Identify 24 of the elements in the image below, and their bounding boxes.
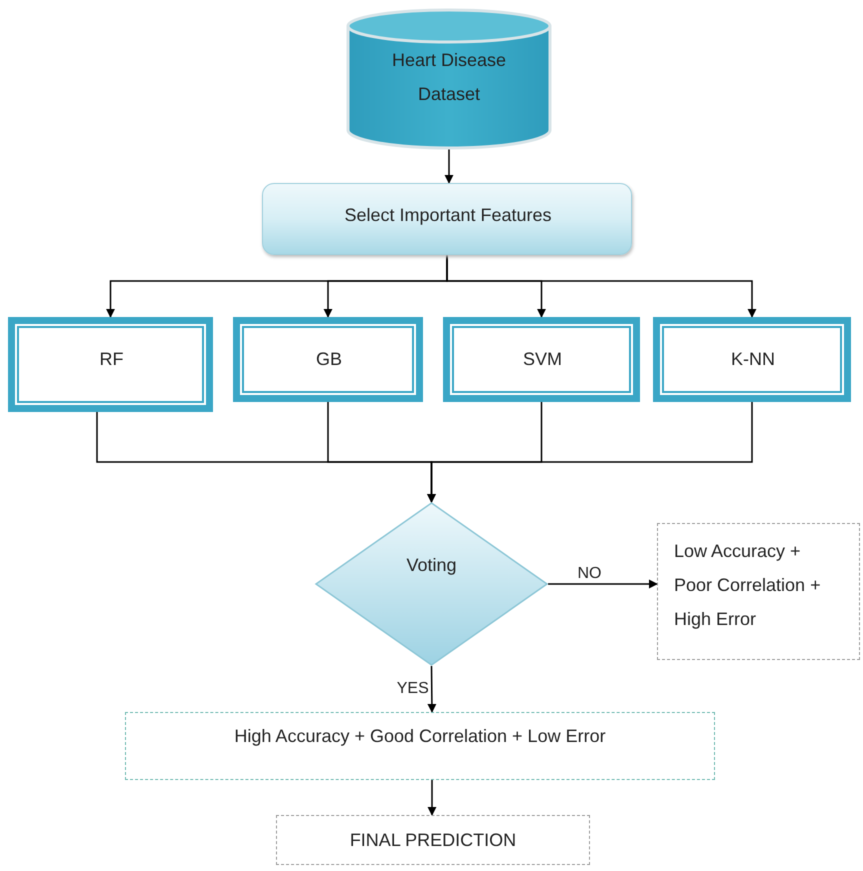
arrow — [548, 580, 658, 588]
outcome-box — [125, 712, 715, 780]
node-label: FINAL PREDICTION — [348, 829, 518, 852]
arrow — [428, 780, 436, 816]
node-label: Heart Disease Dataset — [390, 49, 508, 106]
model-box — [233, 317, 423, 402]
model-box — [8, 317, 213, 412]
node-label: GB — [314, 348, 343, 371]
model-box — [653, 317, 851, 402]
node-label: Voting — [405, 554, 458, 577]
node-label: RF — [98, 348, 124, 371]
arrow — [444, 148, 454, 184]
node-label: SVM — [522, 348, 563, 371]
node-label: Low Accuracy + Poor Correlation + High Error — [674, 540, 822, 631]
process-box — [262, 183, 632, 255]
node-label: Select Important Features — [343, 204, 553, 227]
arrow — [427, 666, 436, 713]
outcome-box — [657, 523, 860, 660]
arrow — [427, 402, 753, 503]
node-label: K-NN — [730, 348, 776, 371]
result-box — [276, 815, 590, 865]
model-box — [443, 317, 640, 402]
node-label: High Accuracy + Good Correlation + Low Error — [233, 725, 607, 748]
arrow — [446, 255, 756, 318]
